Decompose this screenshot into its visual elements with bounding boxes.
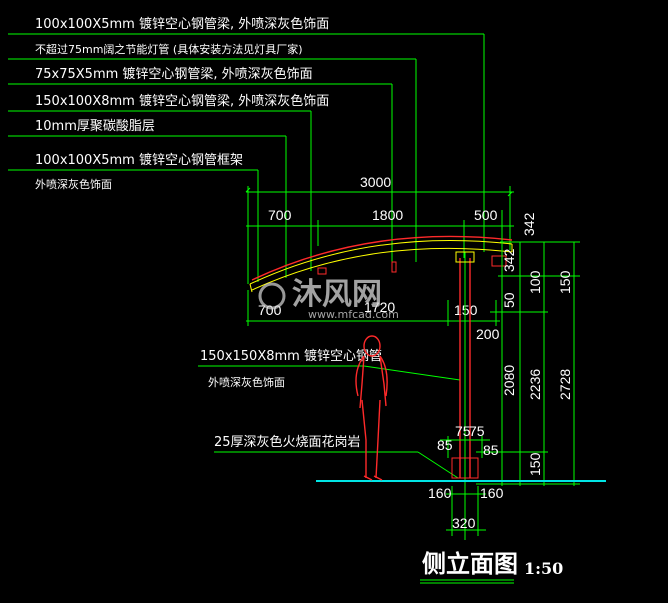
label-frame-finish: 外喷深灰色饰面: [35, 177, 112, 191]
dim-right-2236: 2236: [527, 369, 543, 400]
dim-top-1800: 1800: [372, 207, 403, 223]
label-beam-100x100: 100x100X5mm 镀锌空心钢管梁, 外喷深灰色饰面: [35, 16, 329, 32]
watermark: 沐风网 www.mfcad.com: [258, 277, 399, 321]
dim-low-1720: 1720: [364, 299, 395, 315]
dim-base-85b: 85: [483, 442, 499, 458]
canopy-roof: [249, 235, 513, 293]
dim-right-2080: 2080: [501, 365, 517, 396]
dim-right-150b: 150: [527, 452, 543, 476]
dim-top-total: 3000: [360, 174, 391, 190]
drawing-title: 侧立面图: [422, 549, 518, 578]
steel-column: [440, 251, 490, 540]
human-figure: [355, 335, 388, 481]
label-granite: 25厚深灰色火烧面花岗岩: [214, 434, 361, 450]
label-frame: 100x100X5mm 镀锌空心钢管框架: [35, 152, 243, 168]
dim-right-342a: 342: [521, 212, 537, 236]
label-polycarbonate: 10mm厚聚碳酸脂层: [35, 119, 155, 134]
dim-base-85a: 85: [437, 437, 453, 453]
base-dimensions: [446, 486, 486, 536]
drawing-scale: 1:50: [524, 559, 563, 578]
dim-base-75b: 75: [469, 423, 485, 439]
watermark-text: 沐风网: [292, 277, 382, 312]
leader-lines: [8, 33, 485, 479]
dim-right-50: 50: [501, 292, 517, 308]
label-beam-75x75: 75x75X5mm 镀锌空心钢管梁, 外喷深灰色饰面: [35, 66, 313, 82]
label-column: 150x150X8mm 镀锌空心钢管: [200, 348, 382, 364]
right-dimensions: [476, 210, 580, 486]
label-beam-150x100: 150x100X8mm 镀锌空心钢管梁, 外喷深灰色饰面: [35, 93, 329, 109]
dim-base-320: 320: [452, 515, 476, 531]
dim-base-75a: 75: [455, 423, 471, 439]
dim-right-342b: 342: [501, 248, 517, 272]
dim-top-700: 700: [268, 207, 292, 223]
dim-low-200: 200: [476, 326, 500, 342]
label-lamp: 不超过75mm阔之节能灯管 (具体安装方法见灯具厂家): [35, 42, 303, 56]
dim-right-2728: 2728: [557, 369, 573, 400]
label-column-finish: 外喷深灰色饰面: [208, 375, 285, 389]
dim-base-160b: 160: [480, 485, 504, 501]
watermark-url: www.mfcad.com: [308, 308, 399, 321]
dim-top-500: 500: [474, 207, 498, 223]
dim-low-150: 150: [454, 302, 478, 318]
dim-right-100: 100: [527, 270, 543, 294]
dim-right-150a: 150: [557, 270, 573, 294]
dim-base-160a: 160: [428, 485, 452, 501]
